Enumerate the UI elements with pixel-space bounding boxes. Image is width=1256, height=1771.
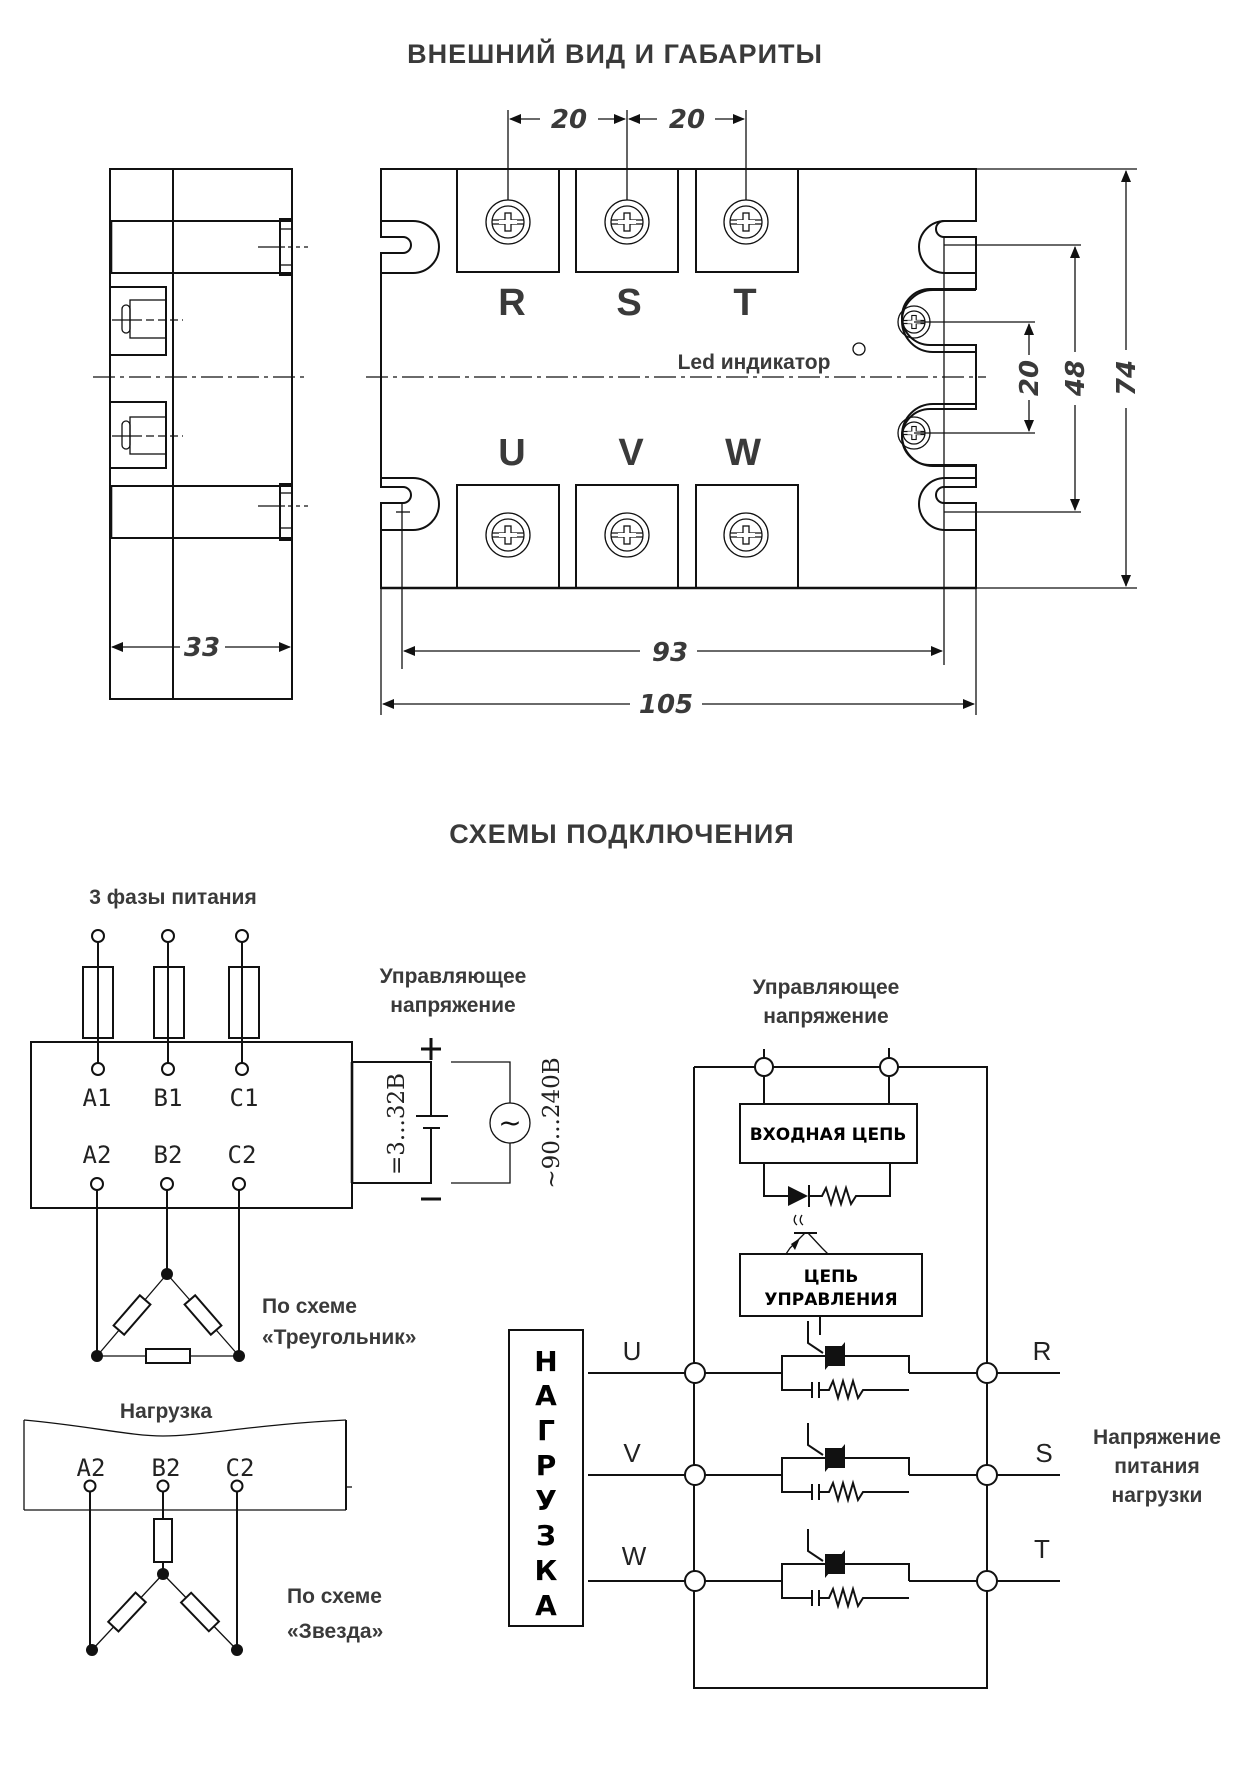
load-letter: А <box>535 1379 557 1412</box>
star-pin-a2: A2 <box>77 1454 106 1482</box>
load-letter: Р <box>536 1449 557 1482</box>
control-voltage-label-line1: Управляющее <box>380 965 527 988</box>
load-letter: З <box>536 1519 556 1552</box>
control-circuit-label-line2: УПРАВЛЕНИЯ <box>764 1290 897 1310</box>
section-title-wiring: СХЕМЫ ПОДКЛЮЧЕНИЯ <box>449 819 794 849</box>
star-label-line1: По схеме <box>287 1585 382 1608</box>
supply-voltage-label-line1: Напряжение <box>1093 1426 1221 1449</box>
supply-phase-s: S <box>1035 1438 1052 1468</box>
terminal-label-u: U <box>498 432 525 474</box>
pin-c1: C1 <box>230 1084 259 1112</box>
right-control-voltage-line1: Управляющее <box>753 976 900 999</box>
load-letter: Н <box>534 1345 557 1378</box>
pin-a1: A1 <box>83 1084 112 1112</box>
dim-side-width: 33 <box>184 633 220 663</box>
terminal-label-r: R <box>498 282 525 324</box>
star-pin-b2: B2 <box>152 1454 181 1482</box>
terminal-label-v: V <box>618 432 644 474</box>
pin-b2: B2 <box>154 1141 183 1169</box>
star-label-line2: «Звезда» <box>287 1620 383 1643</box>
right-internal-diagram <box>508 1048 1060 1689</box>
supply-voltage-label-line3: нагрузки <box>1112 1484 1203 1507</box>
load-phase-u: U <box>623 1336 642 1366</box>
dim-terminal-pitch-1: 20 <box>551 105 587 135</box>
terminal-label-t: T <box>733 282 756 324</box>
control-circuit-label-line1: ЦЕПЬ <box>804 1267 859 1287</box>
dim-mount-spacing: 93 <box>652 638 688 668</box>
supply-phases-label: 3 фазы питания <box>89 886 256 909</box>
section-title-dimensions: ВНЕШНИЙ ВИД И ГАБАРИТЫ <box>407 38 823 69</box>
terminal-label-w: W <box>725 432 761 474</box>
supply-voltage-label-line2: питания <box>1114 1455 1199 1478</box>
led-indicator-label: Led индикатор <box>678 351 831 374</box>
right-control-voltage-line2: напряжение <box>763 1005 888 1028</box>
dim-terminal-pitch-2: 20 <box>669 105 705 135</box>
supply-phase-t: T <box>1034 1534 1050 1564</box>
side-view <box>93 168 310 700</box>
terminal-label-s: S <box>616 282 641 324</box>
load-phase-w: W <box>622 1541 647 1571</box>
load-phase-v: V <box>623 1438 641 1468</box>
ac-source-icon: ~ <box>498 1106 521 1139</box>
star-pin-c2: C2 <box>226 1454 255 1482</box>
ac-voltage-range: ~90...240В <box>539 1057 565 1188</box>
pin-c2: C2 <box>228 1141 257 1169</box>
load-letter: А <box>535 1589 557 1622</box>
load-label: Нагрузка <box>120 1400 212 1423</box>
pin-b1: B1 <box>154 1084 183 1112</box>
load-letter: К <box>535 1554 558 1587</box>
load-letter: У <box>535 1484 557 1517</box>
delta-label-line1: По схеме <box>262 1295 357 1318</box>
dim-control-spacing: 20 <box>1015 360 1045 396</box>
delta-label-line2: «Треугольник» <box>262 1326 416 1349</box>
load-letter: Г <box>537 1414 555 1447</box>
dim-mount-vertical: 48 <box>1061 360 1091 397</box>
supply-phase-r: R <box>1033 1336 1052 1366</box>
pin-a2: A2 <box>83 1141 112 1169</box>
input-circuit-label: ВХОДНАЯ ЦЕПЬ <box>750 1125 907 1145</box>
left-wiring-diagram <box>23 929 531 1656</box>
dc-voltage-range: =3...32В <box>384 1073 410 1175</box>
dim-overall-length: 105 <box>639 690 693 720</box>
front-view <box>366 110 1137 715</box>
control-voltage-label-line2: напряжение <box>390 994 515 1017</box>
dim-overall-height: 74 <box>1112 360 1142 396</box>
load-vertical-label: Н А Г Р У З К А <box>534 1345 557 1622</box>
